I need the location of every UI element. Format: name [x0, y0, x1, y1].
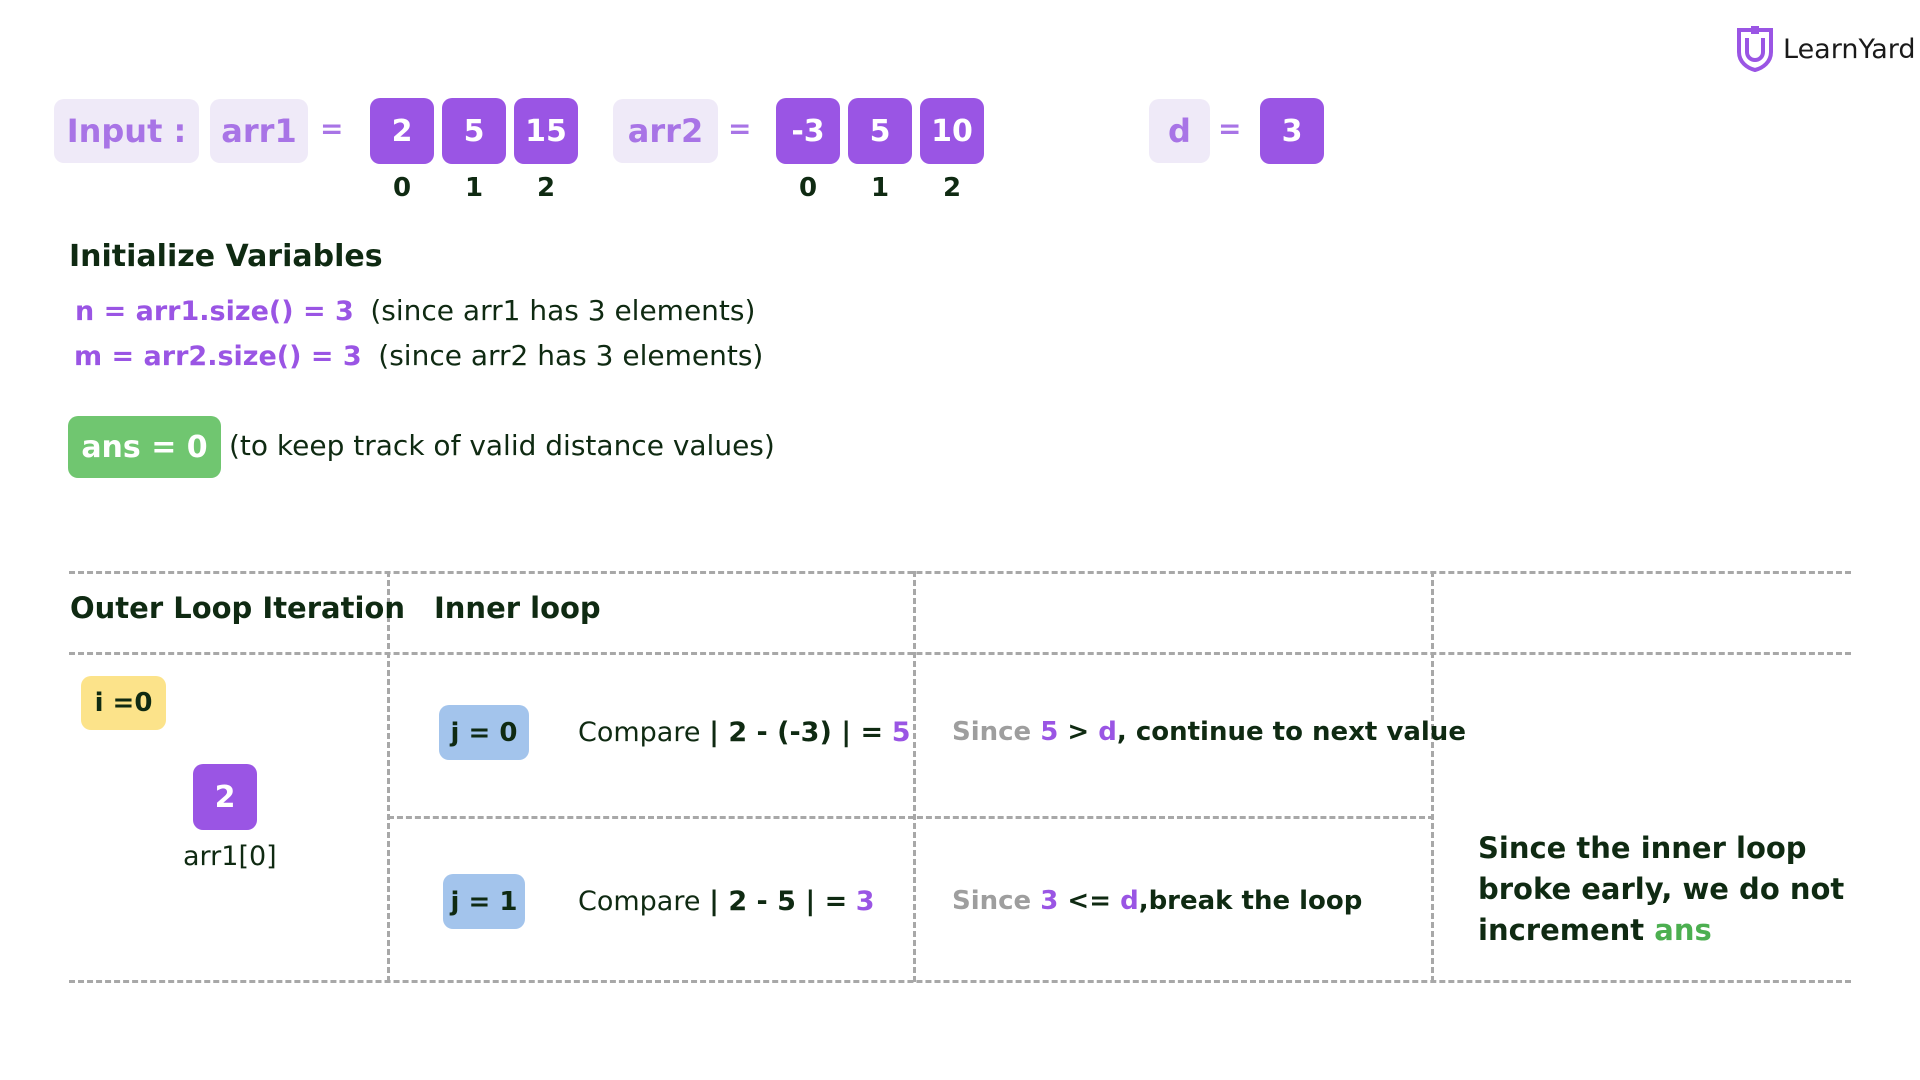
arr1-cell-1: 5 [442, 98, 506, 164]
compare-word-1: Compare [578, 717, 701, 748]
arr1-cell-2: 15 [514, 98, 578, 164]
conclusion-line-2: broke early, we do not [1478, 872, 1845, 906]
inner-loop-header: Inner loop [434, 591, 601, 625]
since-word-1: Since [952, 717, 1032, 747]
d-name: d [1149, 99, 1210, 163]
arr1-index-2: 2 [536, 173, 556, 203]
compare-result-1: 5 [891, 717, 911, 748]
arr1-index-0: 0 [392, 173, 412, 203]
since-word-2: Since [952, 886, 1032, 916]
arr2-cell-0: -3 [776, 98, 840, 164]
init-heading: Initialize Variables [69, 239, 383, 274]
since-op-2: <= [1067, 886, 1111, 916]
arr1-index-1: 1 [464, 173, 484, 203]
since-val-1: 5 [1040, 717, 1059, 747]
arr1-equals: = [320, 112, 344, 145]
conclusion-line-3: increment ans [1478, 910, 1844, 951]
j0-badge: j = 0 [439, 705, 529, 760]
since-op-1: > [1067, 717, 1090, 747]
arr2-cell-1: 5 [848, 98, 912, 164]
since-row-2: Since 3 <= d,break the loop [952, 886, 1362, 916]
table-top-line [69, 571, 1851, 574]
d-equals: = [1218, 112, 1242, 145]
arr2-index-0: 0 [798, 173, 818, 203]
arr2-index-1: 1 [870, 173, 890, 203]
table-row-divider [388, 816, 1434, 819]
arr1-0-value: 2 [193, 764, 257, 830]
logo: LearnYard [1735, 26, 1916, 72]
n-line: n = arr1.size() = 3 (since arr1 has 3 el… [75, 294, 755, 327]
conclusion-ans: ans [1654, 913, 1712, 947]
table-col-divider-2 [913, 571, 916, 982]
arr2-index-2: 2 [942, 173, 962, 203]
n-expression: n = arr1.size() = 3 [75, 296, 354, 327]
compare-expr-1: | 2 - (-3) | = [709, 717, 884, 748]
outer-loop-header: Outer Loop Iteration [70, 591, 405, 625]
input-label: Input : [54, 99, 199, 163]
d-value: 3 [1260, 98, 1324, 164]
compare-row-2: Compare | 2 - 5 | = 3 [578, 886, 875, 917]
shield-u-icon [1737, 26, 1773, 72]
since-rest-1: , continue to next value [1116, 717, 1466, 747]
ans-note: (to keep track of valid distance values) [229, 429, 775, 462]
arr1-cell-0: 2 [370, 98, 434, 164]
m-expression: m = arr2.size() = 3 [74, 341, 362, 372]
logo-text: LearnYard [1783, 33, 1916, 65]
since-d-1: d [1098, 717, 1117, 747]
table-bottom-line [69, 980, 1851, 983]
arr1-name: arr1 [210, 99, 308, 163]
conclusion-line-1: Since the inner loop [1478, 831, 1807, 865]
j1-badge: j = 1 [443, 874, 525, 929]
since-val-2: 3 [1040, 886, 1059, 916]
since-row-1: Since 5 > d, continue to next value [952, 717, 1466, 747]
compare-word-2: Compare [578, 886, 701, 917]
arr2-name: arr2 [613, 99, 718, 163]
conclusion-increment: increment [1478, 913, 1645, 947]
arr2-cell-2: 10 [920, 98, 984, 164]
table-header-line [69, 652, 1851, 655]
table-col-divider-1 [387, 571, 390, 982]
n-note: (since arr1 has 3 elements) [370, 294, 756, 327]
arr2-equals: = [728, 112, 752, 145]
compare-row-1: Compare | 2 - (-3) | = 5 [578, 717, 910, 748]
compare-result-2: 3 [855, 886, 875, 917]
m-note: (since arr2 has 3 elements) [378, 339, 764, 372]
since-d-2: d [1120, 886, 1139, 916]
ans-badge: ans = 0 [68, 416, 221, 478]
arr1-0-label: arr1[0] [183, 841, 277, 872]
table-col-divider-3 [1431, 571, 1434, 982]
i-badge: i =0 [81, 676, 166, 730]
conclusion-text: Since the inner loop broke early, we do … [1478, 828, 1844, 951]
since-rest-2: ,break the loop [1138, 886, 1363, 916]
m-line: m = arr2.size() = 3 (since arr2 has 3 el… [74, 339, 763, 372]
compare-expr-2: | 2 - 5 | = [709, 886, 848, 917]
